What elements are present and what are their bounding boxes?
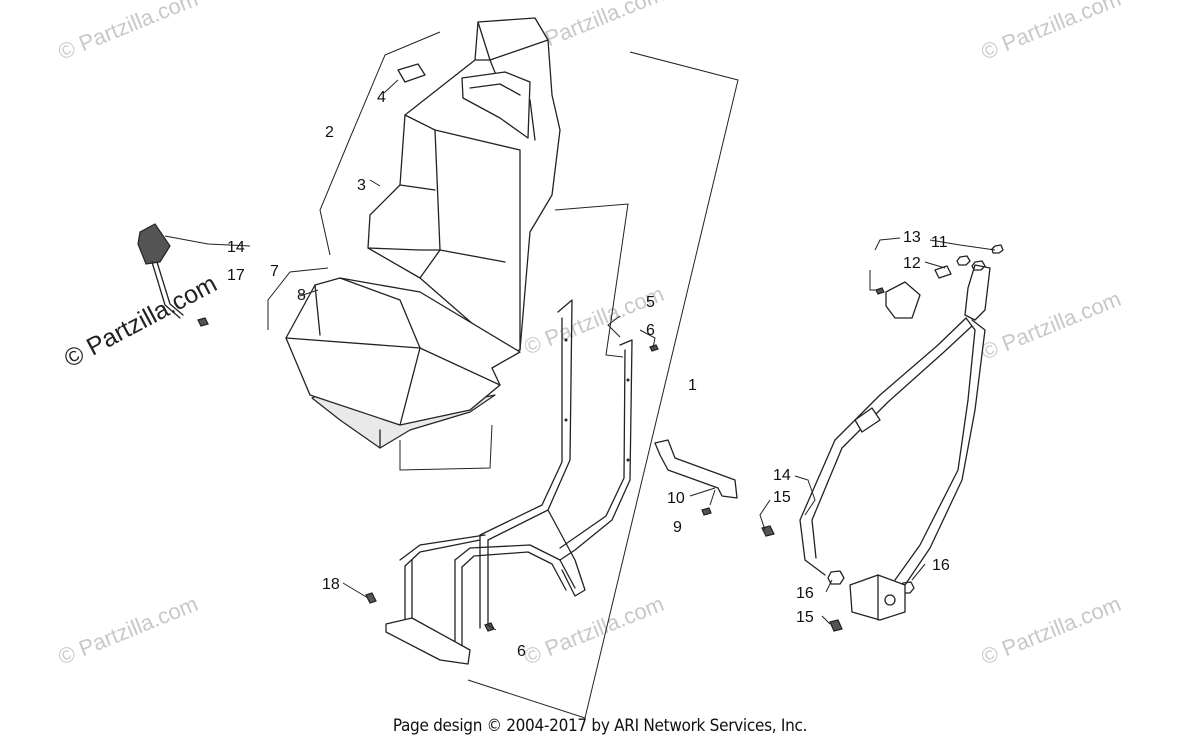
seat-cushion — [285, 277, 521, 449]
callout-1: 1 — [688, 377, 697, 394]
callout-14-left: 14 — [227, 239, 245, 256]
watermark: © Partzilla.com — [55, 0, 202, 65]
callout-6-lower: 6 — [517, 643, 526, 660]
callout-15-lower: 15 — [796, 609, 814, 626]
copyright-footer: Page design © 2004-2017 by ARI Network S… — [392, 716, 808, 736]
callout-9: 9 — [673, 519, 682, 536]
callout-3: 3 — [357, 177, 366, 194]
callout-7: 7 — [270, 263, 279, 280]
watermark: © Partzilla.com — [55, 591, 202, 670]
bracket-lines — [267, 31, 739, 719]
callout-18: 18 — [322, 576, 340, 593]
mounting-bracket — [654, 439, 738, 499]
callout-4: 4 — [377, 89, 386, 106]
callout-5: 5 — [646, 294, 655, 311]
watermark: © Partzilla.com — [978, 286, 1125, 365]
callout-14-right: 14 — [773, 467, 791, 484]
callout-2: 2 — [325, 124, 334, 141]
seat-frame — [385, 299, 633, 665]
callout-11: 11 — [931, 234, 948, 251]
watermark-prominent: © Partzilla.com — [60, 269, 222, 373]
callout-12: 12 — [903, 255, 921, 272]
seat-back — [367, 17, 561, 353]
retractor-belt — [799, 264, 991, 621]
callout-16-left: 16 — [796, 585, 814, 602]
callouts: 1 2 3 4 5 6 6 7 8 9 10 11 12 13 14 14 15… — [227, 89, 950, 660]
leader-lines — [164, 79, 996, 631]
watermark-layer: © Partzilla.com © Partzilla.com © Partzi… — [55, 0, 1125, 670]
callout-13: 13 — [903, 229, 921, 246]
callout-10: 10 — [667, 490, 685, 507]
watermark: © Partzilla.com — [978, 591, 1125, 670]
watermark: © Partzilla.com — [521, 591, 668, 670]
watermark: © Partzilla.com — [521, 281, 668, 360]
callout-15-upper: 15 — [773, 489, 791, 506]
watermark: © Partzilla.com — [978, 0, 1125, 65]
callout-17: 17 — [227, 267, 245, 284]
lap-buckle — [137, 223, 184, 319]
callout-8: 8 — [297, 287, 306, 304]
seat-badge — [397, 63, 426, 83]
callout-6-upper: 6 — [646, 322, 655, 339]
callout-16-right: 16 — [932, 557, 950, 574]
